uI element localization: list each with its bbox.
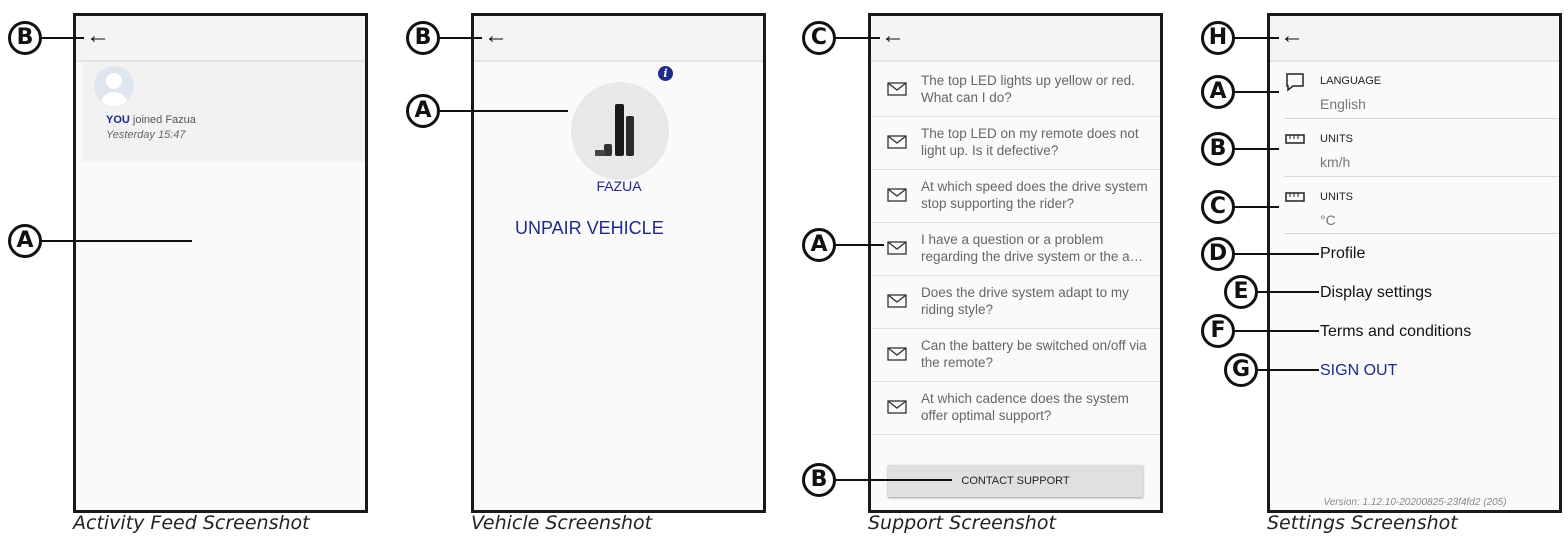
vehicle-name: FAZUA xyxy=(596,178,642,194)
feed-item[interactable]: YOU joined Fazua Yesterday 15:47 xyxy=(82,62,365,162)
settings-screen: ← LANGUAGE English UNITS km/h UNITS °C P… xyxy=(1267,13,1562,513)
callout-display: E xyxy=(1224,275,1258,309)
info-icon[interactable]: i xyxy=(658,66,673,81)
callout-contact: B xyxy=(802,463,836,497)
app-bar: ← xyxy=(76,16,365,62)
faq-question: Does the drive system adapt to my riding… xyxy=(921,285,1129,317)
feed-action: joined Fazua xyxy=(129,114,196,126)
caption-activity: Activity Feed Screenshot xyxy=(73,512,310,534)
units-temperature-value[interactable]: °C xyxy=(1320,212,1336,228)
app-bar: ← xyxy=(871,16,1160,62)
faq-question: I have a question or a problem regarding… xyxy=(921,232,1144,264)
envelope-icon xyxy=(887,347,907,361)
version-text: Version: 1.12.10-20200825-23f4fd2 (205) xyxy=(1323,497,1507,508)
display-settings-item[interactable]: Display settings xyxy=(1320,284,1433,301)
caption-support: Support Screenshot xyxy=(868,512,1056,534)
faq-item[interactable]: The top LED on my remote does not light … xyxy=(871,117,1160,170)
caption-vehicle: Vehicle Screenshot xyxy=(471,512,653,534)
contact-support-button[interactable]: CONTACT SUPPORT xyxy=(888,465,1143,497)
faq-item[interactable]: I have a question or a problem regarding… xyxy=(871,223,1160,276)
units-speed-value[interactable]: km/h xyxy=(1320,154,1351,170)
callout-back: B xyxy=(8,21,42,55)
callout-back: H xyxy=(1201,21,1235,55)
units-label: UNITS xyxy=(1320,133,1353,145)
envelope-icon xyxy=(887,188,907,202)
terms-item[interactable]: Terms and conditions xyxy=(1320,323,1472,340)
callout-profile: D xyxy=(1201,237,1235,271)
support-screen: ← The top LED lights up yellow or red. W… xyxy=(868,13,1163,513)
back-arrow-icon[interactable]: ← xyxy=(1280,22,1304,49)
back-arrow-icon[interactable]: ← xyxy=(881,22,905,49)
callout-image: A xyxy=(406,94,440,128)
profile-item[interactable]: Profile xyxy=(1320,245,1366,262)
drive-unit-icon xyxy=(595,104,634,156)
faq-question: At which speed does the drive system sto… xyxy=(921,179,1148,211)
callout-list: A xyxy=(802,228,836,262)
activity-feed-screen: ← YOU joined Fazua Yesterday 15:47 xyxy=(73,13,368,513)
faq-question: The top LED lights up yellow or red. Wha… xyxy=(921,73,1135,105)
faq-item[interactable]: At which cadence does the system offer o… xyxy=(871,382,1160,435)
callout-feed: A xyxy=(8,224,42,258)
caption-settings: Settings Screenshot xyxy=(1267,512,1458,534)
faq-item[interactable]: The top LED lights up yellow or red. Wha… xyxy=(871,64,1160,117)
avatar xyxy=(94,66,134,106)
language-value[interactable]: English xyxy=(1320,96,1366,112)
units-label: UNITS xyxy=(1320,191,1353,203)
app-bar: ← xyxy=(474,16,763,62)
callout-language: A xyxy=(1201,75,1235,109)
speech-bubble-icon xyxy=(1286,73,1304,92)
callout-terms: F xyxy=(1201,314,1235,348)
unpair-vehicle-button[interactable]: UNPAIR VEHICLE xyxy=(515,218,664,238)
callout-back: B xyxy=(406,21,440,55)
envelope-icon xyxy=(887,82,907,96)
vehicle-image xyxy=(571,82,669,180)
envelope-icon xyxy=(887,400,907,414)
feed-text: YOU joined Fazua xyxy=(106,114,196,126)
faq-item[interactable]: At which speed does the drive system sto… xyxy=(871,170,1160,223)
app-bar: ← xyxy=(1270,16,1559,62)
back-arrow-icon[interactable]: ← xyxy=(86,22,110,49)
callout-units-speed: B xyxy=(1201,132,1235,166)
language-label: LANGUAGE xyxy=(1320,75,1382,87)
ruler-icon xyxy=(1285,192,1305,202)
faq-question: Can the battery be switched on/off via t… xyxy=(921,338,1147,370)
back-arrow-icon[interactable]: ← xyxy=(484,22,508,49)
callout-signout: G xyxy=(1224,353,1258,387)
feed-timestamp: Yesterday 15:47 xyxy=(106,129,186,141)
faq-question: The top LED on my remote does not light … xyxy=(921,126,1139,158)
callout-back: C xyxy=(802,21,836,55)
feed-user: YOU xyxy=(106,114,130,126)
faq-question: At which cadence does the system offer o… xyxy=(921,391,1129,423)
envelope-icon xyxy=(887,294,907,308)
envelope-icon xyxy=(887,135,907,149)
faq-item[interactable]: Does the drive system adapt to my riding… xyxy=(871,276,1160,329)
envelope-icon xyxy=(887,241,907,255)
ruler-icon xyxy=(1285,134,1305,144)
callout-units-temp: C xyxy=(1201,190,1235,224)
sign-out-button[interactable]: SIGN OUT xyxy=(1320,362,1398,379)
faq-item[interactable]: Can the battery be switched on/off via t… xyxy=(871,329,1160,382)
vehicle-screen: ← i FAZUA UNPAIR VEHICLE xyxy=(471,13,766,513)
